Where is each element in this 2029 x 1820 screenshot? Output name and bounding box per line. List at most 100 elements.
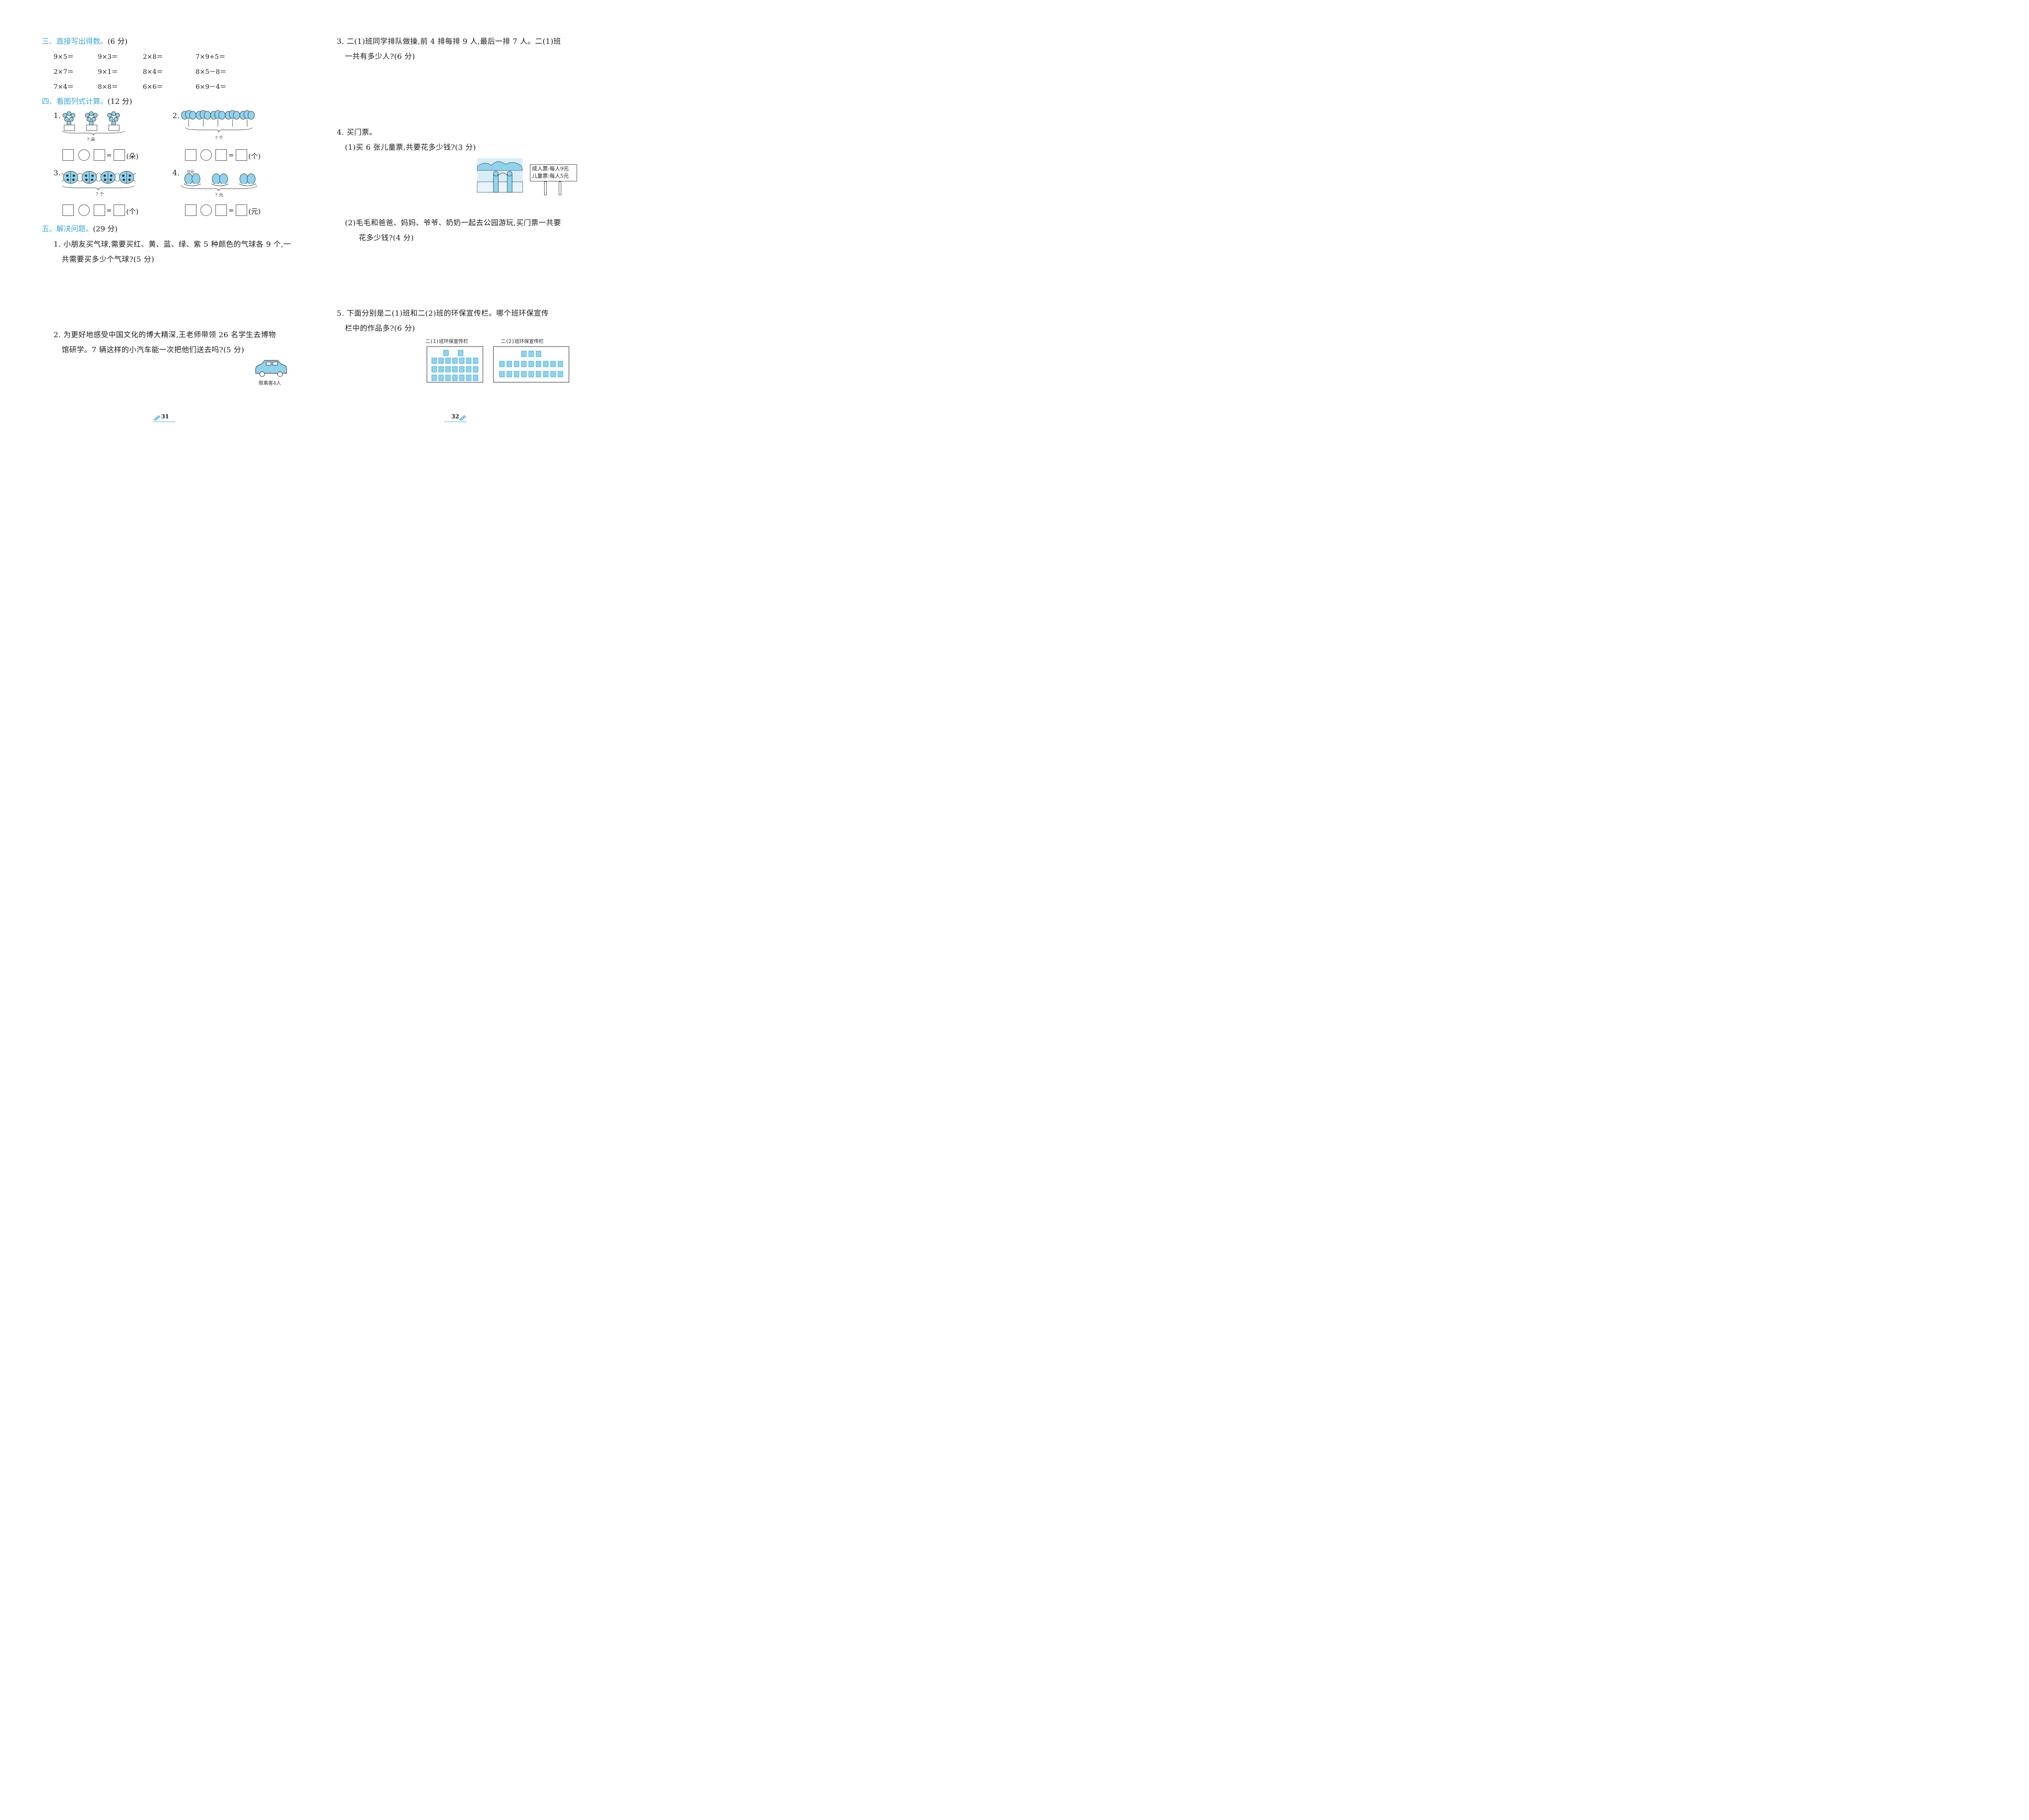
artwork-item <box>521 351 527 357</box>
artwork-item <box>466 375 472 381</box>
sign-post <box>544 181 547 195</box>
artwork-item <box>438 366 444 373</box>
question-4-sub-2-line-1: (2)毛毛和爸爸、妈妈、爷爷、奶奶一起去公园游玩,买门票一共要 <box>345 219 561 227</box>
artwork-item <box>459 358 465 364</box>
flower-pot-icon <box>62 111 125 136</box>
unit-label: (朵) <box>126 153 139 161</box>
answer-box[interactable] <box>185 205 196 216</box>
artwork-item <box>521 361 527 367</box>
answer-box[interactable] <box>215 205 227 216</box>
ticket-price-sign: 成人票:每人9元 儿童票:每人5元 <box>530 164 577 181</box>
answer-box[interactable] <box>114 205 125 216</box>
answer-box[interactable] <box>185 149 196 161</box>
section-5-heading: 五、解决问题。(29 分) <box>42 223 118 234</box>
question-3-line-2: 一共有多少人?(6 分) <box>345 52 415 61</box>
car-caption: 限乘客4人 <box>258 380 281 386</box>
section-title: 五、解决问题。 <box>42 225 93 233</box>
section-points: (12 分) <box>108 97 132 106</box>
unit-label: (个) <box>126 208 139 216</box>
item-caption: ? 个 <box>96 192 104 197</box>
operator-circle[interactable] <box>78 205 90 216</box>
artwork-item <box>558 361 563 367</box>
park-gate-image <box>477 158 523 193</box>
item-number: 1. <box>54 112 61 120</box>
section-title: 三、直接写出得数。 <box>42 37 108 46</box>
equals-sign: = <box>106 207 112 214</box>
adult-ticket-price: 成人票:每人9元 <box>532 166 569 172</box>
artwork-item <box>506 361 512 367</box>
calc-item: 7×4＝ <box>54 83 74 90</box>
artwork-item <box>466 358 472 364</box>
artwork-item <box>458 350 463 356</box>
artwork-item <box>536 371 541 377</box>
calc-item: 2×8＝ <box>143 53 163 60</box>
balloon-bunch-icon <box>181 110 255 133</box>
calc-item: 8×4＝ <box>143 68 163 75</box>
section-title: 四、看图列式计算。 <box>42 97 108 106</box>
bulletin-board-class-1 <box>426 346 483 383</box>
item-caption: ? 个 <box>215 135 224 140</box>
artwork-item <box>473 375 478 381</box>
question-4-title: 4. 买门票。 <box>337 128 377 137</box>
artwork-item <box>528 351 534 357</box>
answer-box[interactable] <box>62 205 74 216</box>
artwork-item <box>459 375 465 381</box>
question-1-line-2: 共需要买多少个气球?(5 分) <box>62 255 155 264</box>
artwork-item <box>473 366 478 373</box>
question-4-sub-2-line-2: 花多少钱?(4 分) <box>359 234 414 242</box>
section-4-heading: 四、看图列式计算。(12 分) <box>42 96 132 106</box>
answer-box[interactable] <box>236 205 247 216</box>
item-caption: ? 元 <box>215 192 224 198</box>
answer-box[interactable] <box>94 205 105 216</box>
artwork-item <box>543 371 549 377</box>
equals-sign: = <box>228 207 234 214</box>
artwork-item <box>452 375 458 381</box>
calc-item: 8×8＝ <box>98 83 118 90</box>
unit-label: (个) <box>248 153 261 161</box>
operator-circle[interactable] <box>200 149 212 161</box>
artwork-item <box>514 361 519 367</box>
artwork-item <box>536 351 541 357</box>
artwork-item <box>438 375 444 381</box>
unit-label: (元) <box>248 208 261 216</box>
item-number: 3. <box>54 169 61 177</box>
answer-box[interactable] <box>236 149 247 161</box>
operator-circle[interactable] <box>78 149 90 161</box>
sign-post <box>559 181 561 195</box>
page-number: 31 <box>161 414 169 420</box>
answer-box[interactable] <box>94 149 105 161</box>
car-icon <box>255 360 287 377</box>
answer-box[interactable] <box>215 149 227 161</box>
artwork-item <box>528 371 534 377</box>
question-2-line-2: 馆研学。7 辆这样的小汽车能一次把他们送去吗?(5 分) <box>62 346 245 354</box>
artwork-item <box>445 375 451 381</box>
artwork-item <box>431 375 437 381</box>
artwork-item <box>452 358 458 364</box>
section-3-heading: 三、直接写出得数。(6 分) <box>42 36 127 46</box>
artwork-item <box>514 371 519 377</box>
child-ticket-price: 儿童票:每人5元 <box>532 173 569 179</box>
artwork-item <box>445 366 451 373</box>
answer-box[interactable] <box>114 149 125 161</box>
artwork-item <box>499 371 505 377</box>
artwork-item <box>452 366 458 373</box>
item-caption: ? 朵 <box>87 137 95 142</box>
question-5-line-2: 栏中的作品多?(6 分) <box>345 324 415 333</box>
page-number: 32 <box>451 414 459 420</box>
calc-item: 7×9+5＝ <box>196 53 226 60</box>
question-1-line-1: 1. 小朋友买气球,需要买红、黄、蓝、绿、紫 5 种颜色的气球各 9 个,一 <box>54 240 291 249</box>
section-points: (29 分) <box>93 225 118 233</box>
artwork-item <box>536 361 541 367</box>
equals-sign: = <box>228 151 234 159</box>
item-number: 4. <box>172 169 180 177</box>
calc-item: 9×5＝ <box>54 53 74 60</box>
item-number: 2. <box>172 112 180 120</box>
calc-item: 9×1＝ <box>98 68 118 75</box>
answer-box[interactable] <box>62 149 74 161</box>
operator-circle[interactable] <box>200 205 212 216</box>
section-points: (6 分) <box>108 37 128 46</box>
artwork-item <box>543 361 549 367</box>
artwork-item <box>521 371 527 377</box>
calc-item: 6×9－4＝ <box>196 83 226 90</box>
ladybug-icon <box>61 171 136 191</box>
